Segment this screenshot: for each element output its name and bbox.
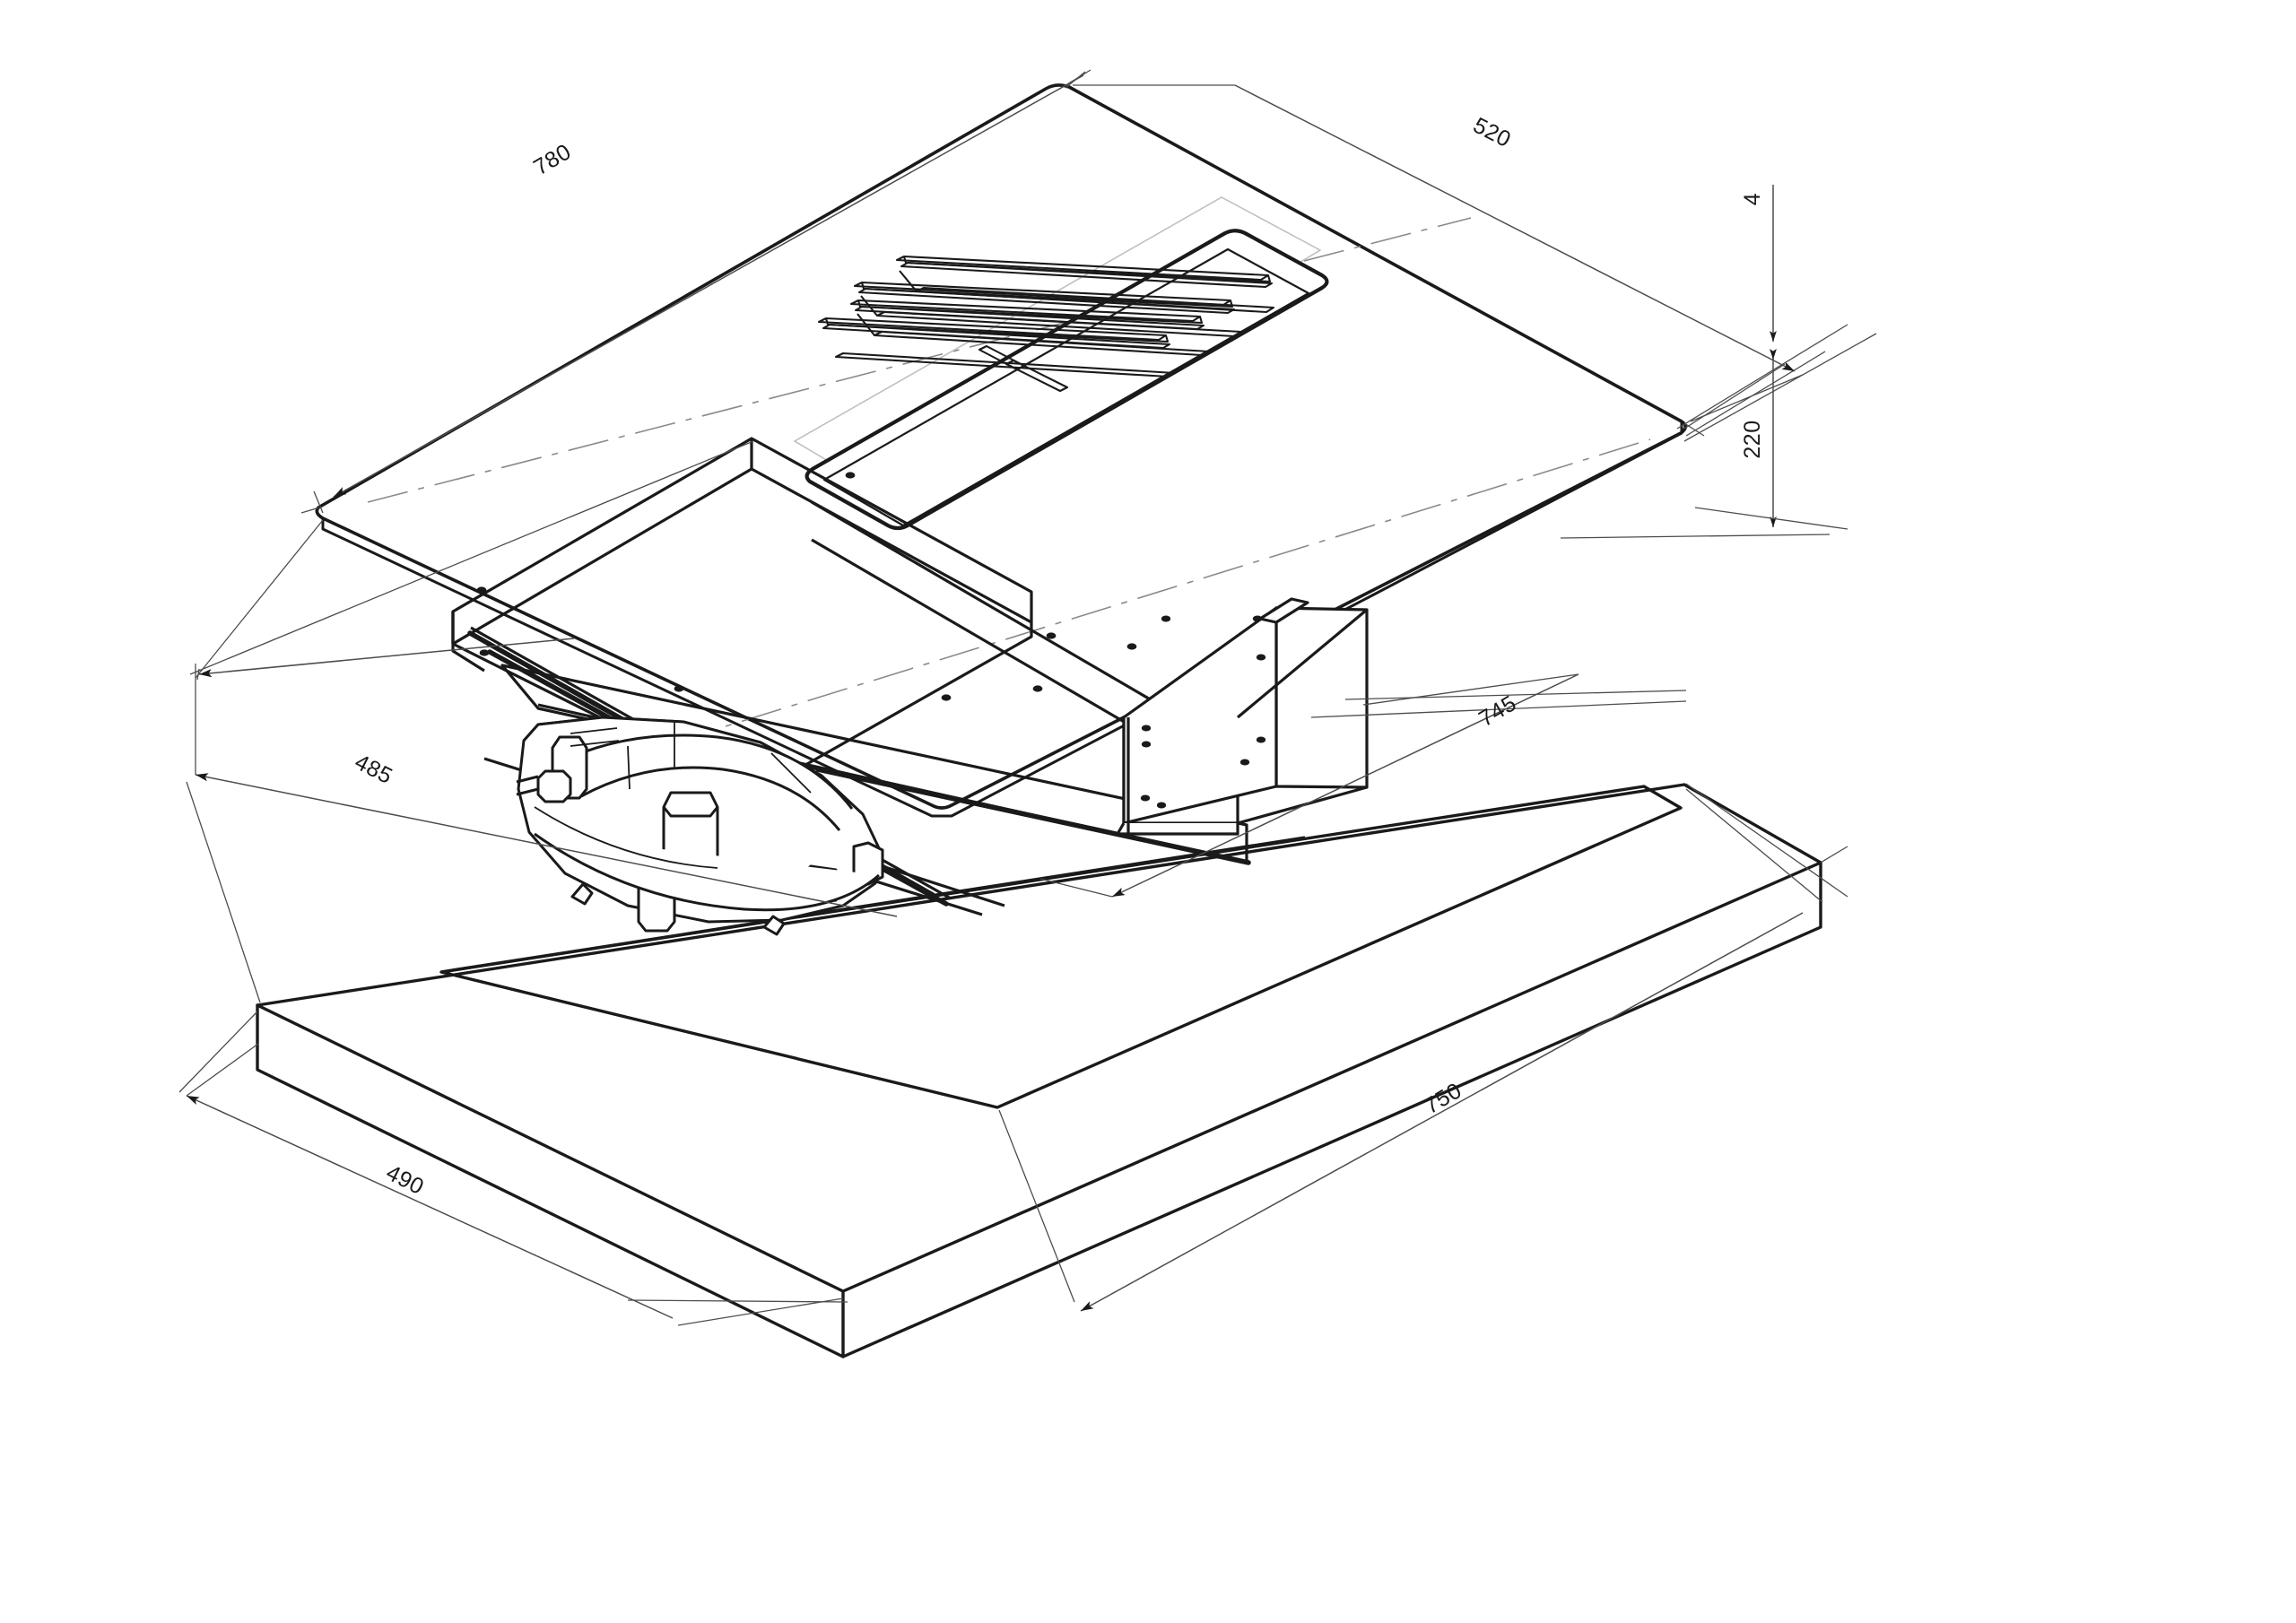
worktop-cutout-rear-band	[440, 836, 1306, 974]
dimension-witness-520	[1073, 84, 1804, 422]
dimension-witness-485	[186, 519, 324, 1003]
dimension-line-520	[1234, 84, 1796, 372]
grille-long-slots	[834, 286, 1275, 378]
dimension-witness-745	[1039, 673, 1687, 898]
dimension-witness-4-220	[1560, 324, 1877, 539]
dimension-line-780	[333, 74, 1084, 498]
dimension-line-750	[1080, 912, 1804, 1312]
duct-outlet-bracket	[1116, 597, 1369, 836]
dimension-line-745	[1111, 673, 1579, 898]
duct-bracket-holes	[1140, 615, 1266, 809]
grille-slot-bars	[817, 255, 1274, 393]
dimension-label-4: 4	[1740, 193, 1765, 205]
extension-lines	[313, 71, 1848, 864]
dimension-witness-750	[998, 783, 1848, 1303]
hob-centre-lines	[367, 217, 1651, 763]
dimension-witness-780-lower	[189, 440, 754, 681]
blower-fan-housing	[516, 716, 884, 936]
dimension-line-490	[186, 1095, 674, 1319]
dimension-witness-490	[178, 1011, 848, 1326]
dimension-witness-780	[300, 69, 1091, 514]
dimension-line-780-lower	[198, 638, 575, 678]
blower-detail-lines	[534, 723, 812, 869]
dimension-label-220: 220	[1740, 420, 1765, 458]
dimension-line-485	[195, 773, 898, 917]
